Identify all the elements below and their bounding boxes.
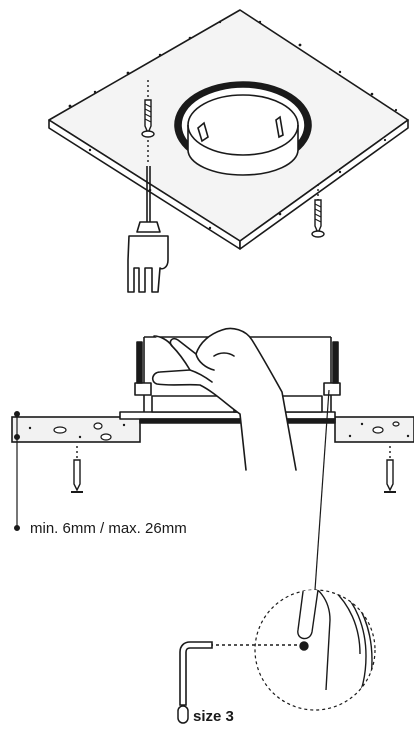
panel-texture	[68, 20, 398, 230]
key-size-text: size 3	[193, 708, 234, 725]
screw-icon	[311, 184, 325, 238]
screw-icon	[71, 446, 83, 493]
hex-key-icon	[179, 641, 300, 706]
ceiling-section	[11, 416, 414, 443]
screw-icon	[384, 446, 396, 493]
key-size-label: size 3	[177, 705, 234, 725]
magnifier-icon	[254, 589, 376, 711]
thickness-label: min. 6mm / max. 26mm	[30, 520, 187, 537]
detail-leader	[314, 389, 330, 591]
ceiling-cutout	[174, 81, 312, 176]
drill-icon	[127, 166, 169, 293]
screw-icon	[141, 80, 155, 162]
section-texture	[53, 421, 400, 441]
hand-icon	[151, 327, 297, 471]
thickness-dimension	[14, 411, 21, 531]
